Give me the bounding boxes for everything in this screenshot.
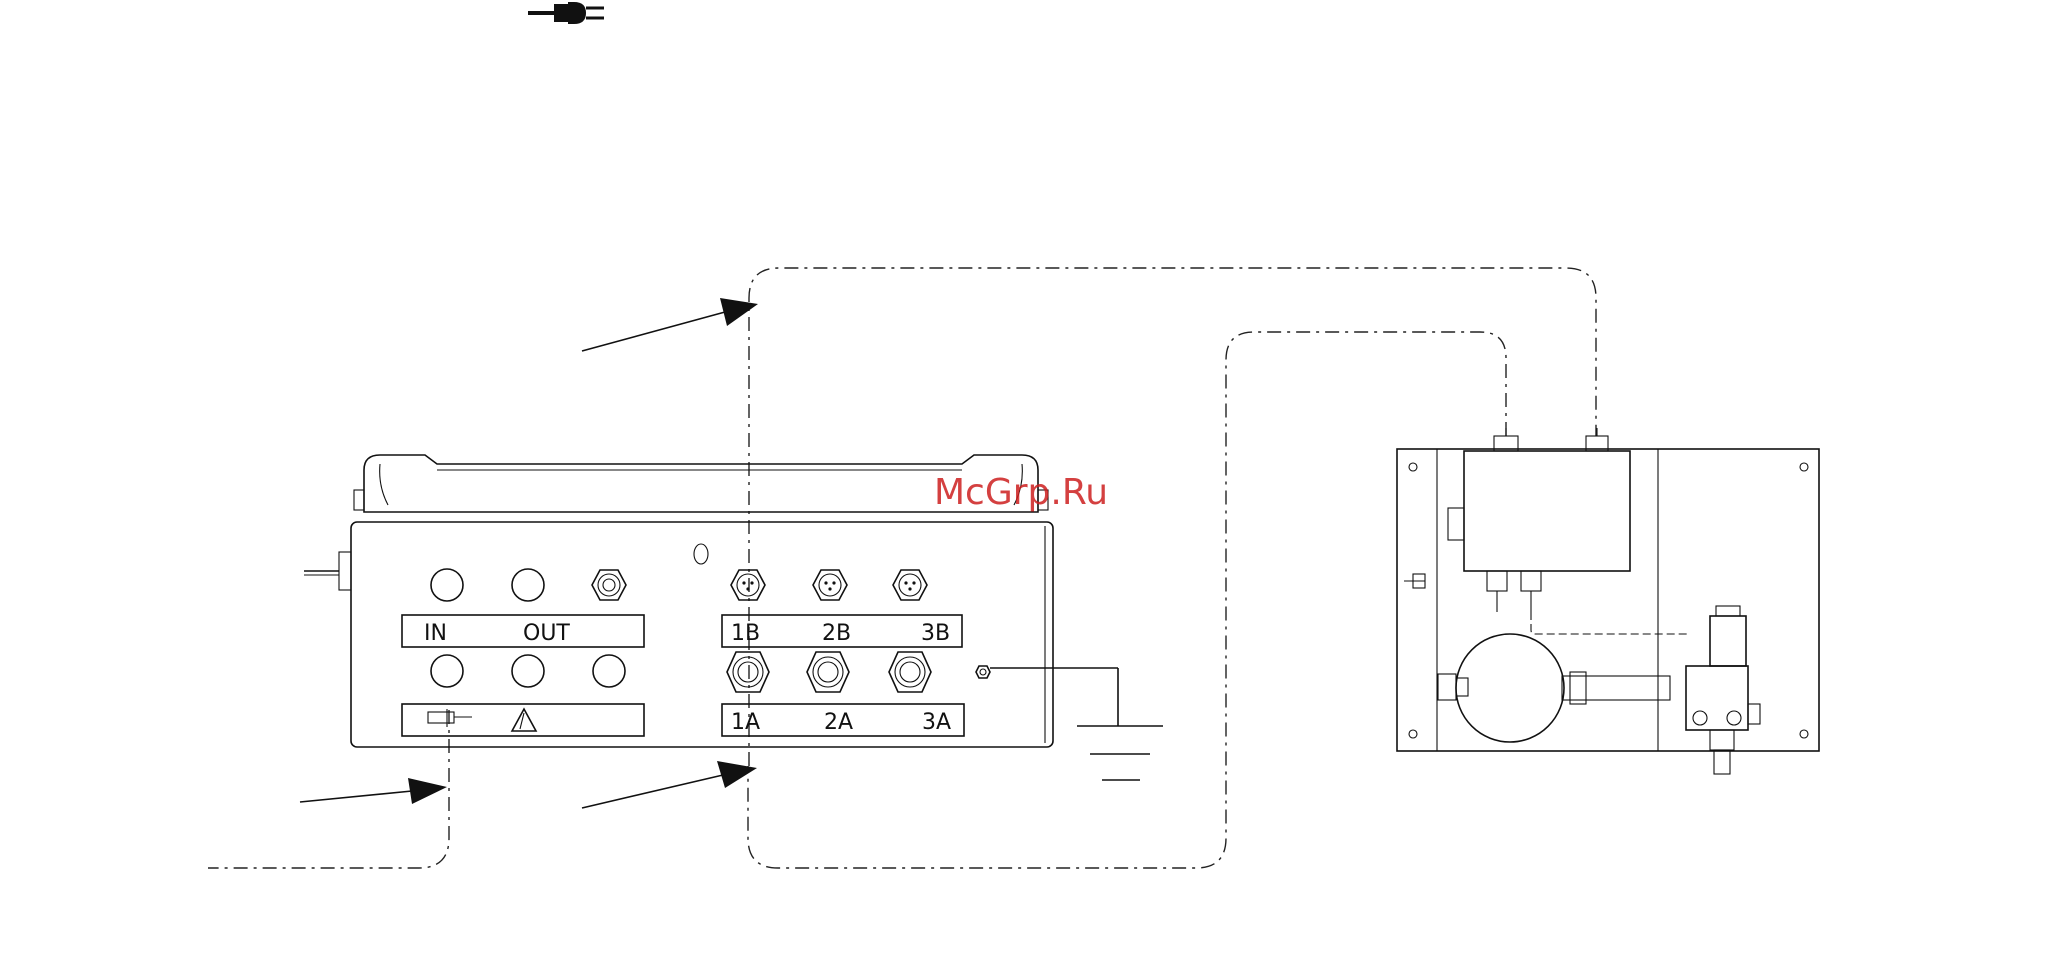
socket-bottom-right bbox=[593, 655, 625, 687]
ground-symbol-icon bbox=[1077, 726, 1163, 780]
connector-3a bbox=[889, 652, 931, 692]
solenoid bbox=[1710, 616, 1746, 666]
arrow-lower-right bbox=[582, 761, 757, 808]
connector-1b bbox=[731, 570, 765, 600]
label-in: IN bbox=[424, 621, 447, 646]
socket-bottom-mid bbox=[512, 655, 544, 687]
connector-2a bbox=[807, 652, 849, 692]
connector-2b bbox=[813, 570, 847, 600]
label-1a: 1A bbox=[731, 710, 760, 735]
socket-out-top bbox=[512, 569, 544, 601]
connector-3b bbox=[893, 570, 927, 600]
label-2a: 2A bbox=[824, 710, 853, 735]
mounting-plate bbox=[1397, 449, 1819, 751]
ground-connection bbox=[990, 668, 1163, 780]
cable-to-valve-top bbox=[749, 268, 1596, 766]
socket-din-top bbox=[592, 570, 626, 600]
connector-1a bbox=[727, 652, 769, 692]
arrow-lower-left bbox=[300, 778, 447, 804]
valve-control-box bbox=[1464, 451, 1630, 571]
warning-triangle-icon bbox=[512, 709, 536, 731]
label-2b: 2B bbox=[822, 621, 851, 646]
ground-stud bbox=[976, 666, 990, 678]
arrow-upper bbox=[582, 298, 758, 351]
socket-in-top bbox=[431, 569, 463, 601]
label-out: OUT bbox=[523, 621, 570, 646]
power-plug-icon bbox=[528, 2, 604, 24]
cable-to-valve-loop bbox=[748, 332, 1506, 868]
label-3a: 3A bbox=[922, 710, 951, 735]
watermark: McGrp.Ru bbox=[934, 472, 1108, 513]
air-tank bbox=[1456, 634, 1564, 742]
label-3b: 3B bbox=[921, 621, 950, 646]
side-switch bbox=[304, 552, 351, 590]
sensor-probe-icon bbox=[428, 709, 472, 727]
label-1b: 1B bbox=[731, 621, 760, 646]
valve-body bbox=[1686, 666, 1748, 730]
valve-assembly bbox=[1397, 428, 1819, 774]
socket-sensor bbox=[431, 655, 463, 687]
cable-routes bbox=[208, 268, 1596, 868]
